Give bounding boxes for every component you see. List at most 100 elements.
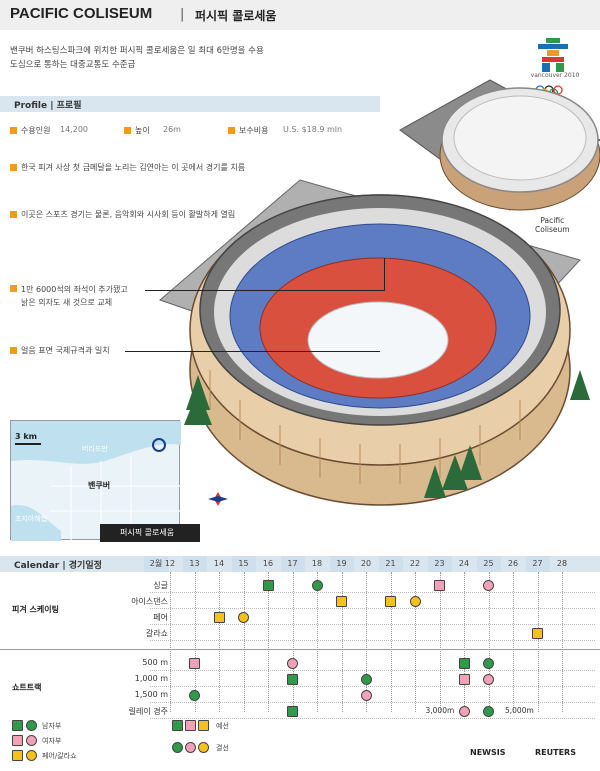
event-label: 1,500 m	[134, 690, 168, 699]
map-place: 조지아해협	[15, 515, 48, 523]
bullet-icon	[10, 127, 17, 134]
page-subtitle: 퍼시픽 콜로세움	[195, 9, 277, 23]
date-label: 22	[409, 559, 421, 568]
date-label: 12	[164, 559, 176, 568]
callout-line: 1만 6000석의 좌석이 추가됐고	[21, 285, 128, 294]
credit-newsis: NEWSIS	[470, 748, 506, 757]
event-marker	[483, 658, 494, 669]
profile-bullet: 이곳은 스포츠 경기는 물론, 음악회와 시사회 등이 활발하게 열림	[21, 210, 236, 219]
row-divider	[150, 670, 595, 671]
date-label: 19	[329, 556, 354, 572]
date-gridline	[317, 572, 318, 712]
event-marker	[360, 674, 372, 685]
date-gridline	[464, 572, 465, 712]
date-gridline	[390, 572, 392, 712]
event-marker	[458, 706, 470, 717]
date-label: 20	[360, 559, 372, 568]
legend-prelim-square	[198, 720, 209, 731]
relay-note: 3,000m	[425, 706, 455, 715]
date-label: 25	[476, 556, 501, 572]
legend-men-circle	[26, 720, 37, 731]
row-divider	[150, 702, 595, 703]
date-label: 27	[525, 556, 550, 572]
date-gridline	[341, 572, 343, 712]
leader-line	[384, 258, 385, 291]
map-scale: 3 km	[15, 432, 38, 441]
date-gridline	[194, 572, 196, 712]
map-callout-box	[100, 524, 200, 542]
legend-prelim-square	[185, 720, 196, 731]
row-divider	[150, 624, 595, 625]
profile-label: Profile | 프로필	[14, 101, 82, 111]
bullet-icon	[10, 347, 17, 354]
date-label: 28	[556, 559, 568, 568]
location-map	[10, 420, 181, 541]
date-label: 26	[507, 559, 519, 568]
date-gridline	[170, 572, 171, 712]
date-gridline	[268, 572, 269, 712]
event-marker	[434, 580, 445, 591]
row-divider	[150, 718, 595, 719]
row-divider	[150, 592, 595, 593]
event-label: 페어	[153, 613, 168, 622]
leader-line	[125, 351, 380, 352]
legend-women: 여자부	[42, 737, 62, 745]
event-marker	[262, 580, 274, 591]
intro-line: 밴쿠버 하스팅스파크에 위치한 퍼시픽 콜로세움은 일 최대 6만명을 수용	[10, 46, 264, 56]
profile-bullet: 한국 피겨 사상 첫 금메달을 노리는 김연아는 이 곳에서 경기를 치름	[21, 163, 246, 172]
month-label: 2월	[144, 556, 168, 572]
date-gridline	[415, 572, 416, 712]
date-label: 15	[231, 556, 256, 572]
legend-pair-square	[12, 750, 23, 761]
date-gridline	[366, 572, 367, 712]
date-label: 24	[458, 559, 470, 568]
olympic-logo-text: vancouver 2010	[530, 72, 580, 79]
page-title: PACIFIC COLISEUM	[10, 5, 153, 22]
legend-final: 결선	[216, 744, 229, 752]
map-place: 밴쿠버	[88, 481, 111, 490]
intro-text: 밴쿠버 하스팅스파크에 위치한 퍼시픽 콜로세움은 일 최대 6만명을 수용 도…	[10, 44, 310, 72]
event-marker	[409, 596, 421, 607]
callout-ice: 얼음 표면 국제규격과 일치	[21, 346, 110, 355]
callout-line: 낡은 의자도 새 것으로 교체	[21, 298, 113, 307]
date-gridline	[562, 572, 563, 712]
stadium-illustration	[150, 70, 600, 540]
bullet-icon	[228, 127, 235, 134]
legend-women-circle	[26, 735, 37, 746]
credit-reuters: REUTERS	[535, 748, 576, 757]
row-divider	[150, 608, 595, 609]
event-marker	[189, 658, 200, 669]
compass-icon	[206, 490, 230, 508]
date-gridline	[439, 572, 441, 712]
map-callout: 퍼시픽 콜로세움	[120, 528, 175, 537]
event-marker	[287, 658, 298, 669]
stat-value: 26m	[163, 125, 181, 134]
legend-pair: 페어/갈라쇼	[42, 752, 77, 760]
stat-label: 높이	[135, 126, 150, 135]
event-label: 아이스댄스	[131, 597, 168, 606]
event-marker	[213, 612, 225, 623]
stat-value: 14,200	[60, 125, 88, 134]
event-label: 500 m	[142, 658, 168, 667]
date-label: 18	[311, 559, 323, 568]
event-marker	[238, 612, 249, 623]
intro-line: 도심으로 통하는 대중교통도 수준급	[10, 60, 136, 70]
stat-label: 수용인원	[21, 126, 51, 135]
event-marker	[287, 674, 298, 685]
legend-final-circle	[185, 742, 196, 753]
event-marker	[483, 580, 494, 591]
bullet-icon	[10, 285, 17, 292]
legend-prelim: 예선	[216, 722, 229, 730]
date-gridline	[537, 572, 539, 712]
building-label: Pacific Coliseum	[535, 216, 570, 234]
calendar-label: Calendar | 경기일정	[14, 561, 102, 571]
leader-line	[145, 290, 385, 291]
stat-label: 보수비용	[239, 126, 269, 135]
event-marker	[360, 690, 372, 701]
event-label: 싱글	[153, 581, 168, 590]
legend-men-square	[12, 720, 23, 731]
sport-group-label: 피겨 스케이팅	[12, 605, 59, 614]
event-marker	[311, 580, 323, 591]
date-label: 17	[280, 556, 305, 572]
